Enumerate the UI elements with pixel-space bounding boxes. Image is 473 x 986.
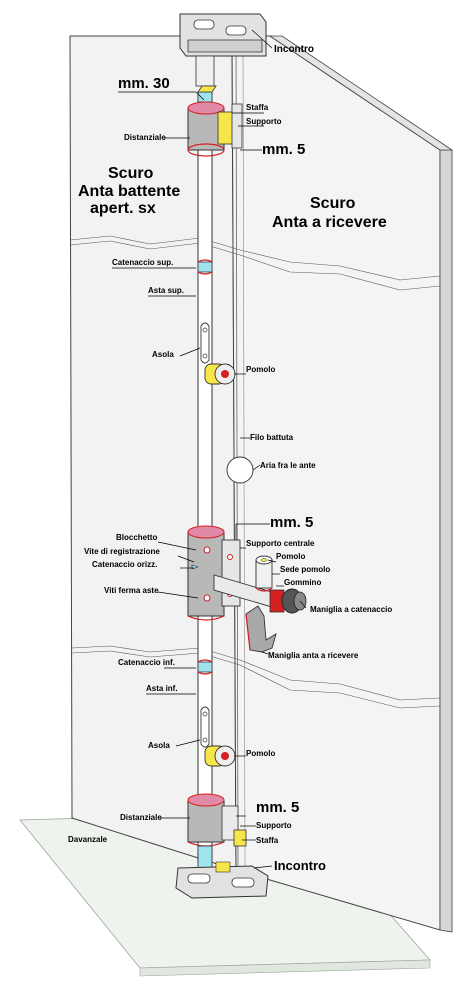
label-distanziale-top: Distanziale — [124, 133, 166, 142]
label-viti-ferma-aste: Viti ferma aste — [104, 586, 159, 595]
label-mm30: mm. 30 — [118, 75, 170, 92]
label-supporto-centrale: Supporto centrale — [246, 539, 315, 548]
label-asta-inf: Asta inf. — [146, 684, 178, 693]
receiving-leaf-handle — [245, 605, 277, 653]
bottom-spacer-support-assembly — [187, 793, 247, 847]
label-catenaccio-orizz: Catenaccio orizz. — [92, 560, 157, 569]
label-mm5-mid: mm. 5 — [270, 514, 313, 531]
break-line-upper-2 — [69, 240, 441, 291]
label-distanziale-bottom: Distanziale — [120, 813, 162, 822]
label-scuro-right-2: Anta a ricevere — [272, 214, 387, 231]
label-scuro-left-2: Anta battente — [78, 183, 180, 200]
rebate-line — [235, 35, 239, 871]
label-pomolo-bottom: Pomolo — [246, 749, 275, 758]
label-staffa-bottom: Staffa — [256, 836, 279, 845]
label-davanzale: Davanzale — [68, 835, 108, 844]
label-sede-pomolo: Sede pomolo — [280, 565, 330, 574]
right-shutter-leaf — [231, 35, 441, 931]
upper-bolt-ring — [197, 259, 213, 275]
label-supporto-bottom: Supporto — [256, 821, 292, 830]
label-catenaccio-inf: Catenaccio inf. — [118, 658, 175, 667]
label-vite-registrazione: Vite di registrazione — [84, 547, 160, 556]
lower-bolt-ring — [197, 659, 213, 675]
label-scuro-left-3: apert. sx — [90, 200, 156, 217]
bottom-keeper-incontro — [175, 861, 269, 899]
rebate-line-2 — [242, 39, 246, 873]
label-pomolo-top: Pomolo — [246, 365, 275, 374]
label-catenaccio-sup: Catenaccio sup. — [112, 258, 173, 267]
label-staffa-top: Staffa — [246, 103, 269, 112]
lower-slot-asola — [200, 706, 210, 748]
upper-slot-asola — [200, 322, 210, 364]
top-spacer-support-assembly — [187, 101, 243, 157]
label-asola-bottom: Asola — [148, 741, 170, 750]
label-aria: Aria fra le ante — [260, 461, 316, 470]
label-scuro-right-1: Scuro — [310, 195, 356, 212]
right-leaf-top-face — [268, 35, 454, 151]
right-leaf-edge — [439, 149, 453, 933]
break-line-lower-2 — [71, 650, 441, 709]
label-gommino: Gommino — [284, 578, 321, 587]
top-bolt-head — [197, 85, 217, 103]
label-pomolo-mid: Pomolo — [276, 552, 305, 561]
break-line-upper — [69, 235, 441, 281]
label-incontro-top: Incontro — [274, 44, 314, 55]
label-maniglia-anta: Maniglia anta a ricevere — [268, 651, 359, 660]
label-asola-top: Asola — [152, 350, 174, 359]
label-maniglia-catenaccio: Maniglia a catenaccio — [310, 605, 392, 614]
central-support-block — [187, 525, 241, 621]
upper-knob-pomolo — [204, 363, 236, 385]
top-keeper-incontro — [179, 13, 267, 87]
label-asta-sup: Asta sup. — [148, 286, 184, 295]
label-blocchetto: Blocchetto — [116, 533, 157, 542]
label-scuro-left-1: Scuro — [108, 165, 154, 182]
air-gap-circle — [226, 456, 254, 484]
lower-knob-pomolo — [204, 745, 236, 767]
label-supporto-top: Supporto — [246, 117, 282, 126]
label-mm5-bottom: mm. 5 — [256, 799, 299, 816]
label-mm5-top: mm. 5 — [262, 141, 305, 158]
label-filo-battuta: Filo battuta — [250, 433, 294, 442]
bolt-handle — [269, 588, 307, 614]
sill-front-edge — [139, 959, 431, 977]
break-line-lower — [71, 645, 441, 701]
mid-knob-assembly — [255, 555, 273, 592]
label-incontro-bottom: Incontro — [274, 858, 326, 873]
